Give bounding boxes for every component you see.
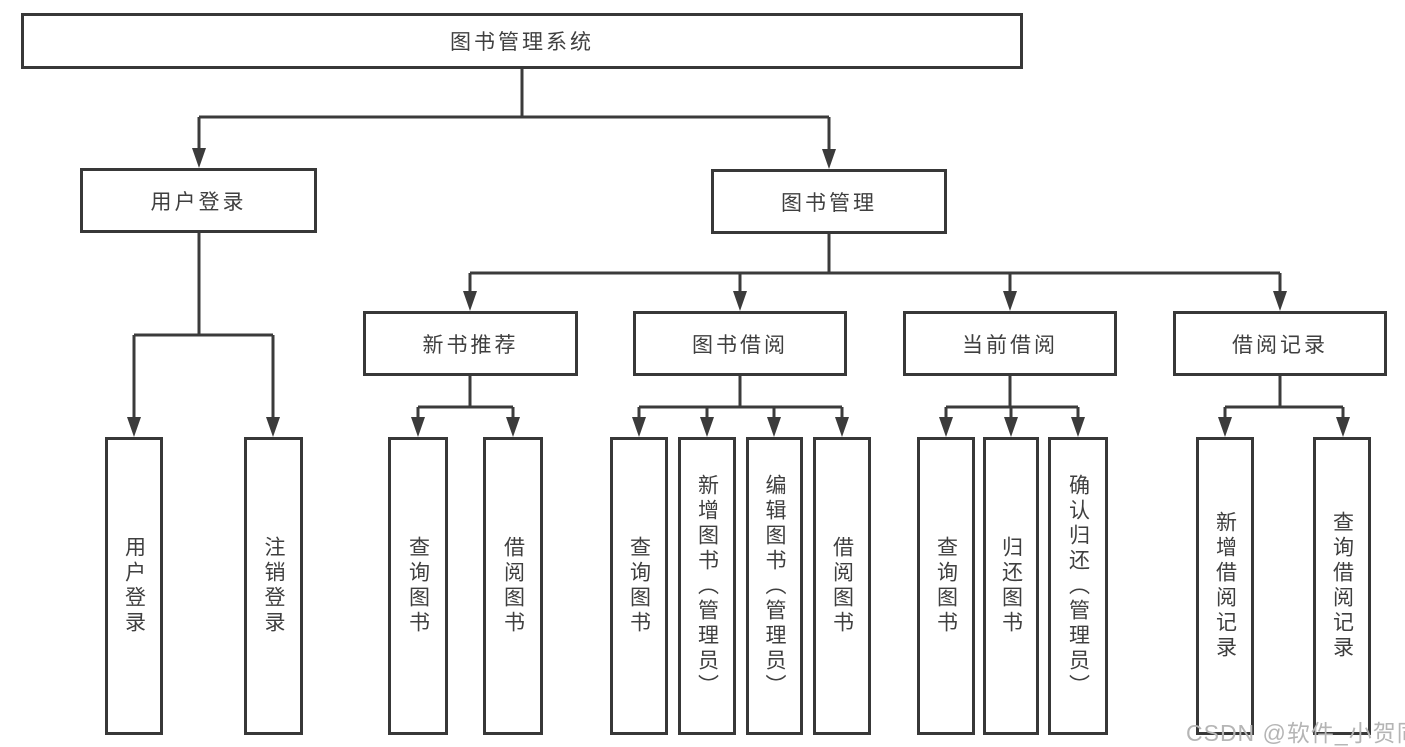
leaf-logout: 注销登录 xyxy=(244,437,303,735)
node-label: 注销登录 xyxy=(262,536,285,636)
node-book-borrowing: 图书借阅 xyxy=(633,311,847,376)
node-label: 借阅图书 xyxy=(830,536,854,636)
node-new-book-recommendation: 新书推荐 xyxy=(363,311,578,376)
leaf-return-books: 归还图书 xyxy=(983,437,1039,735)
node-label: 确认归还（管理员） xyxy=(1066,473,1090,699)
leaf-query-books-1: 查询图书 xyxy=(388,437,448,735)
node-label: 编辑图书（管理员） xyxy=(763,473,786,699)
node-library-management-system: 图书管理系统 xyxy=(21,13,1023,69)
leaf-query-books-3: 查询图书 xyxy=(917,437,975,735)
node-current-borrowing: 当前借阅 xyxy=(903,311,1117,376)
node-user-login-module: 用户登录 xyxy=(80,168,317,233)
leaf-query-books-2: 查询图书 xyxy=(610,437,668,735)
node-label: 图书管理系统 xyxy=(450,31,594,54)
node-label: 图书管理 xyxy=(781,191,877,215)
leaf-query-borrow-record: 查询借阅记录 xyxy=(1313,437,1371,735)
leaf-borrow-books-2: 借阅图书 xyxy=(813,437,871,735)
leaf-confirm-return-admin: 确认归还（管理员） xyxy=(1048,437,1108,735)
leaf-edit-books-admin: 编辑图书（管理员） xyxy=(746,437,803,735)
node-label: 查询图书 xyxy=(934,536,958,636)
watermark: CSDN @软件_小贺同学 xyxy=(1186,720,1405,746)
node-label: 借阅图书 xyxy=(501,536,525,636)
leaf-add-books-admin: 新增图书（管理员） xyxy=(678,437,736,735)
leaf-user-login: 用户登录 xyxy=(105,437,163,735)
node-label: 新增借阅记录 xyxy=(1213,511,1237,661)
leaf-add-borrow-record: 新增借阅记录 xyxy=(1196,437,1254,735)
node-label: 归还图书 xyxy=(999,536,1023,636)
leaf-borrow-books-1: 借阅图书 xyxy=(483,437,543,735)
node-label: 用户登录 xyxy=(122,536,146,636)
node-label: 图书借阅 xyxy=(692,333,788,357)
node-label: 当前借阅 xyxy=(962,333,1058,357)
node-label: 用户登录 xyxy=(150,190,247,214)
node-label: 查询图书 xyxy=(627,536,651,636)
node-borrowing-records: 借阅记录 xyxy=(1173,311,1387,376)
node-label: 查询图书 xyxy=(406,536,430,636)
node-label: 新增图书（管理员） xyxy=(695,473,719,699)
node-label: 查询借阅记录 xyxy=(1330,511,1354,661)
node-book-management-module: 图书管理 xyxy=(711,169,947,234)
node-label: 新书推荐 xyxy=(422,333,519,357)
node-label: 借阅记录 xyxy=(1232,333,1328,357)
